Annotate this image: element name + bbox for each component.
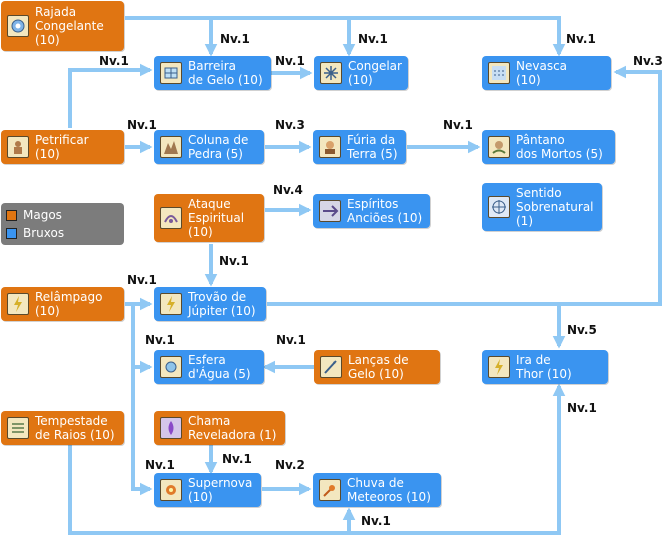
- skill-label: Coluna de Pedra (5): [188, 133, 249, 161]
- lightning-icon: [7, 293, 29, 315]
- skill-label: Sentido Sobrenatural (1): [516, 186, 594, 228]
- thor-wrath-icon: [488, 356, 510, 378]
- skill-label: Congelar (10): [348, 59, 402, 87]
- edge-label-rajada-barreira: Nv.1: [220, 32, 250, 46]
- sense-icon: [488, 196, 510, 218]
- skill-petrificar[interactable]: Petrificar (10): [1, 130, 124, 164]
- skill-chama-reveladora[interactable]: Chama Reveladora (1): [154, 411, 285, 445]
- legend: Magos Bruxos: [1, 203, 124, 245]
- edge-label-rajada-congelar: Nv.1: [358, 32, 388, 46]
- stone-column-icon: [160, 136, 182, 158]
- skill-congelar[interactable]: Congelar (10): [314, 56, 408, 90]
- skill-barreira-de-gelo[interactable]: Barreira de Gelo (10): [154, 56, 271, 90]
- edge-label-trovao-nevasca: Nv.3: [633, 54, 662, 68]
- skill-label: Supernova (10): [188, 476, 253, 504]
- meteor-icon: [319, 479, 341, 501]
- edge-label-lancas-esfera: Nv.1: [276, 333, 306, 347]
- legend-label-bruxos: Bruxos: [23, 226, 65, 240]
- skill-label: Esfera d'Água (5): [188, 353, 251, 381]
- skill-ira-de-thor[interactable]: Ira de Thor (10): [482, 350, 608, 384]
- legend-item-magos: Magos: [6, 208, 62, 222]
- edge-label-relampago-esfera: Nv.1: [145, 333, 175, 347]
- skill-chuva-de-meteoros[interactable]: Chuva de Meteoros (10): [313, 473, 441, 507]
- edge-label-tempestade-chuva: Nv.1: [361, 514, 391, 528]
- skill-coluna-de-pedra[interactable]: Coluna de Pedra (5): [154, 130, 264, 164]
- ice-wall-icon: [160, 62, 182, 84]
- skill-label: Chama Reveladora (1): [188, 414, 277, 442]
- skill-label: Espíritos Anciões (10): [347, 197, 423, 225]
- edge-label-barreira-congelar: Nv.1: [275, 54, 305, 68]
- water-sphere-icon: [160, 356, 182, 378]
- skill-label: Fúria da Terra (5): [347, 133, 398, 161]
- skill-esfera-dagua[interactable]: Esfera d'Água (5): [154, 350, 264, 384]
- skill-pantano-dos-mortos[interactable]: Pântano dos Mortos (5): [482, 130, 615, 164]
- skill-label: Nevasca (10): [516, 59, 568, 87]
- skill-label: Chuva de Meteoros (10): [347, 476, 431, 504]
- ice-spear-icon: [320, 356, 342, 378]
- edge-label-trovao-ira: Nv.5: [567, 323, 597, 337]
- skill-ataque-espiritual[interactable]: Ataque Espiritual (10): [154, 194, 264, 242]
- edge-label-furia-pantano: Nv.1: [443, 118, 473, 132]
- edge-label-petrificar-barreira: Nv.1: [99, 54, 129, 68]
- reveal-flame-icon: [160, 417, 182, 439]
- skill-supernova[interactable]: Supernova (10): [154, 473, 261, 507]
- edge-label-tempestade-ira: Nv.1: [567, 401, 597, 415]
- skill-espiritos-ancioes[interactable]: Espíritos Anciões (10): [313, 194, 430, 228]
- thunder-icon: [160, 293, 182, 315]
- edge-label-supernova-chuva: Nv.2: [275, 458, 305, 472]
- supernova-icon: [160, 479, 182, 501]
- skill-lancas-de-gelo[interactable]: Lanças de Gelo (10): [314, 350, 440, 384]
- edge-label-ataque-trovao: Nv.1: [219, 254, 249, 268]
- edge-label-relampago-supernova: Nv.1: [145, 458, 175, 472]
- petrify-icon: [7, 136, 29, 158]
- legend-swatch-bruxos: [6, 227, 17, 239]
- skill-sentido-sobrenatural[interactable]: Sentido Sobrenatural (1): [482, 183, 602, 231]
- edge-label-petrificar-coluna: Nv.1: [127, 118, 157, 132]
- skill-rajada-congelante[interactable]: Rajada Congelante (10): [1, 1, 124, 51]
- spirit-attack-icon: [160, 207, 182, 229]
- edge-label-rajada-nevasca: Nv.1: [566, 32, 596, 46]
- ice-blast-icon: [7, 15, 29, 37]
- freeze-icon: [320, 62, 342, 84]
- storm-icon: [7, 417, 29, 439]
- skill-label: Tempestade de Raios (10): [35, 414, 115, 442]
- skill-label: Trovão de Júpiter (10): [188, 290, 256, 318]
- edge-label-chama-supernova: Nv.1: [222, 452, 252, 466]
- skill-label: Pântano dos Mortos (5): [516, 133, 603, 161]
- edge-label-relampago-trovao: Nv.1: [127, 273, 157, 287]
- skill-trovao-de-jupiter[interactable]: Trovão de Júpiter (10): [154, 287, 266, 321]
- earth-fury-icon: [319, 136, 341, 158]
- skill-tempestade-de-raios[interactable]: Tempestade de Raios (10): [1, 411, 124, 445]
- skill-nevasca[interactable]: Nevasca (10): [482, 56, 611, 90]
- skill-label: Barreira de Gelo (10): [188, 59, 263, 87]
- skill-furia-da-terra[interactable]: Fúria da Terra (5): [313, 130, 406, 164]
- skill-label: Relâmpago (10): [35, 290, 103, 318]
- legend-label-magos: Magos: [23, 208, 62, 222]
- skill-label: Ira de Thor (10): [516, 353, 572, 381]
- skill-label: Lanças de Gelo (10): [348, 353, 409, 381]
- skill-label: Rajada Congelante (10): [35, 5, 104, 47]
- swamp-icon: [488, 136, 510, 158]
- skill-relampago[interactable]: Relâmpago (10): [1, 287, 124, 321]
- legend-item-bruxos: Bruxos: [6, 226, 64, 240]
- edge-label-ataque-espiritos: Nv.4: [273, 183, 303, 197]
- edge-label-coluna-furia: Nv.3: [275, 118, 305, 132]
- legend-swatch-magos: [6, 209, 17, 221]
- ancient-spirits-icon: [319, 200, 341, 222]
- skill-label: Ataque Espiritual (10): [188, 197, 245, 239]
- blizzard-icon: [488, 62, 510, 84]
- skill-label: Petrificar (10): [35, 133, 89, 161]
